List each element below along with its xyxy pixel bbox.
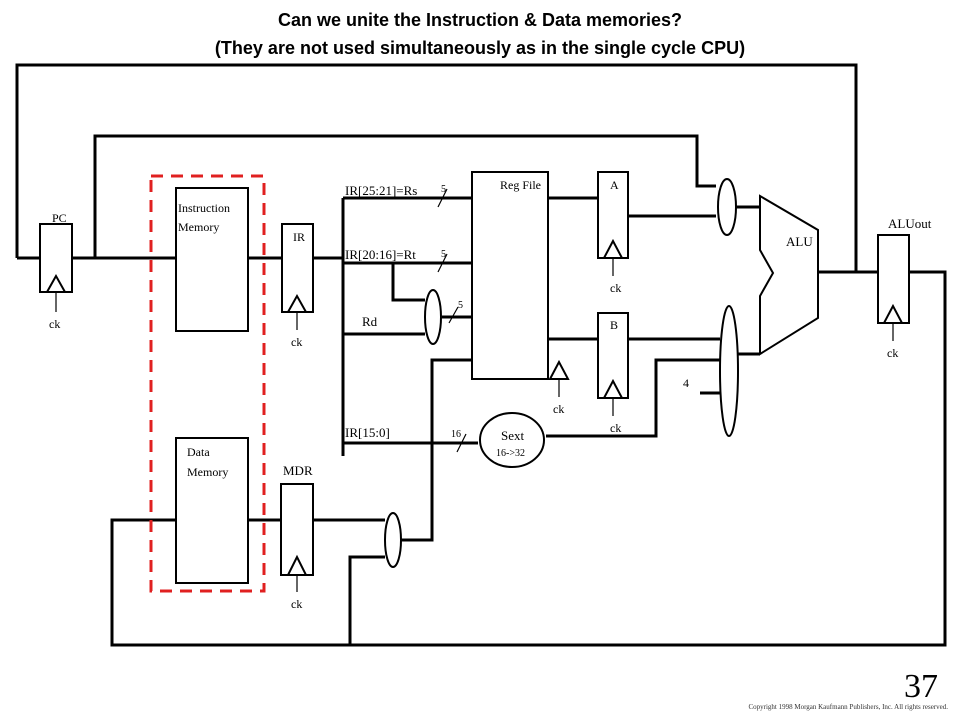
wire-sext-to-mux-b <box>546 358 720 438</box>
unified-memory-highlight <box>149 174 266 593</box>
rd-field-label: Rd <box>362 314 378 329</box>
b-clock-label: ck <box>610 421 621 435</box>
instruction-memory-label-line-1: Instruction <box>178 201 230 215</box>
wire-rt-to-mux <box>391 263 425 302</box>
reg-dest-mux <box>424 289 442 345</box>
data-memory <box>175 437 249 584</box>
b-label: B <box>610 318 618 332</box>
slash-rd <box>448 306 459 324</box>
instruction-memory-label-line-2: Memory <box>178 220 219 234</box>
wire-aluout-to-writeback-mux <box>348 555 385 645</box>
a-label: A <box>610 178 619 192</box>
rs-field-label: IR[25:21]=Rs <box>345 183 417 198</box>
block-labels: PC Instruction Memory Data Memory IR MDR… <box>52 178 932 479</box>
alu-b-mux <box>719 305 739 437</box>
slide-title-line-2: (They are not used simultaneously as in … <box>214 38 746 58</box>
a-clock-label: ck <box>610 281 621 295</box>
alu-a-mux <box>717 178 737 236</box>
pc-label: PC <box>52 211 67 225</box>
ir-clock-label: ck <box>291 335 302 349</box>
mdr-clock-label: ck <box>291 597 302 611</box>
rd-bit-width: 5 <box>458 300 463 311</box>
sext-label: Sext <box>501 428 525 443</box>
wire-pc-to-mux-a <box>93 134 716 258</box>
reg-file-label: Reg File <box>500 178 541 192</box>
copyright-notice: Copyright 1998 Morgan Kaufmann Publisher… <box>748 703 948 711</box>
sign-extend-unit <box>479 412 545 468</box>
instruction-memory <box>175 187 249 332</box>
regfile-clock-label: ck <box>553 402 564 416</box>
constant-four-label: 4 <box>683 376 689 390</box>
slide-number: 37 <box>904 668 938 705</box>
data-memory-label-line-1: Data <box>187 445 210 459</box>
slash-rt <box>437 253 448 273</box>
signal-labels: IR[25:21]=Rs IR[20:16]=Rt Rd IR[15:0] 5 … <box>345 183 689 440</box>
aluout-clock-label: ck <box>887 346 898 360</box>
slash-imm <box>456 433 467 453</box>
writeback-mux <box>384 512 402 568</box>
wires <box>15 63 947 647</box>
clock-labels: ck ck ck ck ck ck ck <box>49 281 898 611</box>
wire-writeback-to-regfile <box>401 358 472 542</box>
slide-title-line-1: Can we unite the Instruction & Data memo… <box>277 10 683 30</box>
imm-field-label: IR[15:0] <box>345 425 390 440</box>
rt-bit-width: 5 <box>441 249 446 260</box>
alu-label: ALU <box>786 234 813 249</box>
bit-width-slashes <box>437 188 467 453</box>
slash-rs <box>437 188 448 208</box>
sext-range-label: 16->32 <box>496 448 525 459</box>
register-file <box>471 171 549 380</box>
wire-aluout-to-pc <box>15 63 858 272</box>
aluout-label: ALUout <box>888 216 932 231</box>
ir-label: IR <box>293 230 305 244</box>
pc-clock-label: ck <box>49 317 60 331</box>
rs-bit-width: 5 <box>441 184 446 195</box>
mdr-label: MDR <box>283 463 313 478</box>
regfile-clock-triangle <box>548 359 570 380</box>
alu-unit <box>759 194 819 356</box>
wire-aluout-to-memory <box>110 270 947 647</box>
imm-bit-width: 16 <box>451 429 461 440</box>
data-memory-label-line-2: Memory <box>187 465 228 479</box>
rt-field-label: IR[20:16]=Rt <box>345 247 416 262</box>
